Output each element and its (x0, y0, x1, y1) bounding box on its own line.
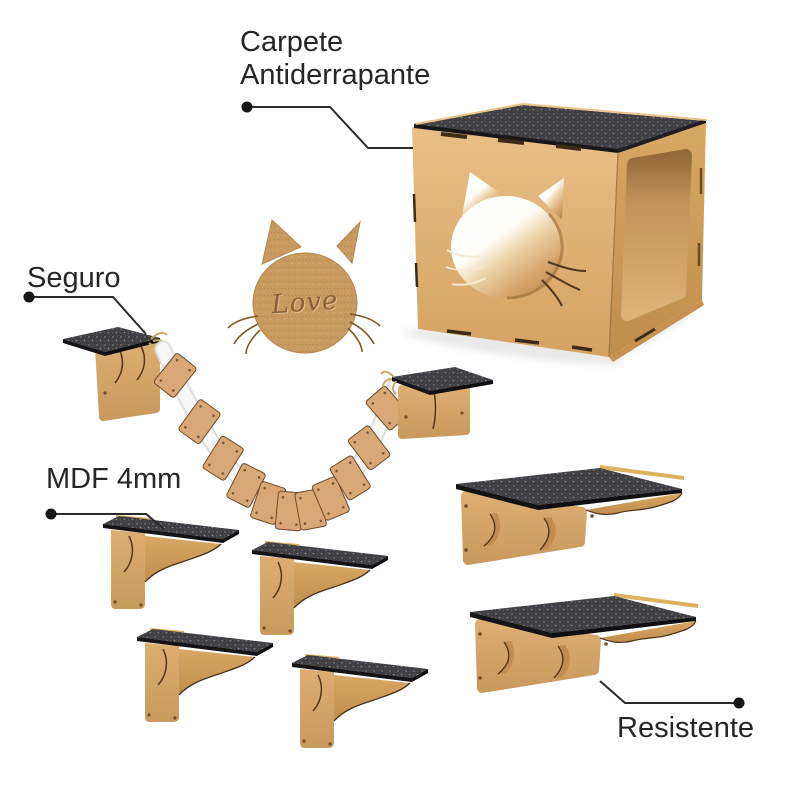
bridge-slats (153, 353, 409, 532)
small-shelf-2 (251, 540, 389, 636)
bridge-slat (226, 463, 266, 508)
bridge-slat (347, 425, 391, 471)
callout-label-seguro: Seguro (27, 262, 121, 294)
callout-label-resistente: Resistente (617, 712, 755, 744)
corner-edge (608, 151, 619, 358)
bridge-slat (329, 455, 371, 501)
plaque-engraving: Love (269, 286, 339, 321)
callout-dot-mdf (45, 508, 57, 520)
callout-line-mdf (51, 513, 165, 530)
whisker-engravings-left (445, 249, 487, 286)
callout-label-carpete-line2: Antiderrapante (240, 59, 431, 91)
rope-bridge (153, 340, 409, 532)
callout-line-seguro (29, 296, 147, 335)
cat-house (412, 103, 708, 362)
cat-house-roof-carpet (414, 105, 706, 151)
callout-label-carpete-line1: Carpete (240, 26, 344, 58)
bridge-slat (202, 435, 244, 481)
roof-trim (415, 103, 708, 125)
big-shelf-1 (456, 465, 684, 560)
bridge-shelf-left (63, 327, 167, 417)
plaque-silhouette (252, 219, 361, 354)
callout-dot-resistente (733, 697, 745, 709)
callout-label-carpete: Carpete Antiderrapante (240, 26, 430, 92)
finger-joint-slots (412, 132, 703, 352)
small-shelf-4 (291, 653, 429, 749)
bridge-slat (178, 399, 221, 444)
big-shelf-2 (470, 593, 698, 688)
small-shelf-1 (102, 514, 240, 610)
cat-head-opening (451, 172, 564, 298)
roof-right-edge (618, 119, 706, 153)
small-shelf-3 (136, 627, 274, 723)
opening-inner-shadow (506, 212, 564, 300)
side-window (621, 149, 692, 321)
whisker-engravings-right (541, 261, 587, 307)
cat-plaque: Love Love (227, 219, 381, 355)
callout-label-mdf: MDF 4mm (46, 463, 182, 495)
callout-line-carpete (247, 106, 413, 149)
callout-dot-seguro (23, 291, 35, 303)
plaque-wire-whiskers (227, 313, 381, 355)
callout-line-resistente (599, 680, 739, 704)
bridge-slat (153, 353, 197, 398)
plaque-engraving-highlight: Love (270, 287, 340, 322)
bridge-slat (311, 476, 350, 521)
callout-dot-carpete (241, 101, 253, 113)
cat-house-bottom-edge (609, 300, 704, 362)
callout-lines (23, 101, 745, 709)
